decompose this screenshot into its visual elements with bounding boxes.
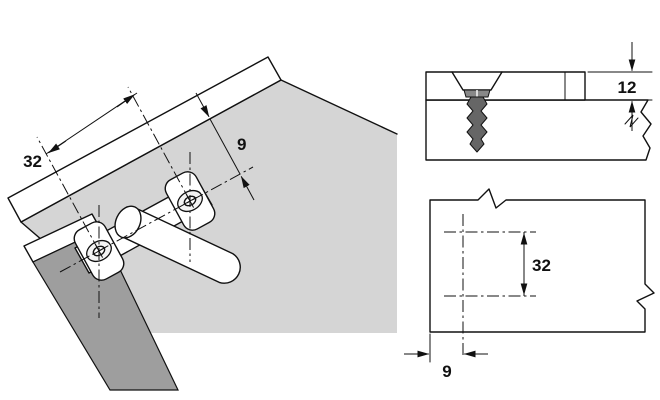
plate-section [425, 71, 586, 101]
dimension-iso-32: 32 [23, 92, 138, 171]
hinge-arm [120, 206, 241, 284]
dim-label-12-background [612, 77, 642, 96]
dimension-section-12: 12 [587, 42, 653, 131]
dim-line-iso-9 [209, 118, 241, 175]
dimension-plan-9: 9 [404, 333, 488, 381]
extension-right-screw [127, 86, 191, 202]
break-mark-dim-12 [624, 114, 639, 128]
extension-left-screw [36, 136, 100, 252]
dim-label-iso-32: 32 [23, 152, 42, 171]
dim-arrow-iso-32-a [48, 140, 67, 154]
dimension-iso-9: 9 [195, 92, 255, 201]
hinge-arm-boss-cylinder [114, 205, 142, 239]
dim-arrow-iso-9-a [195, 92, 210, 118]
isometric-view: 32 9 [7, 56, 398, 391]
dim-label-plan-32: 32 [532, 256, 551, 275]
dim-label-plan-9: 9 [442, 362, 451, 381]
panel-edge-band [7, 56, 282, 223]
dim-label-12: 12 [618, 78, 637, 97]
section-view: 12 [425, 42, 653, 161]
section-screw-shank [466, 96, 488, 153]
centerline-plate-axis [59, 166, 254, 273]
panel-section [425, 99, 652, 161]
dimension-plan-32: 32 [520, 232, 551, 296]
dim-label-iso-9: 9 [237, 135, 246, 154]
panel-plan [429, 188, 655, 333]
dim-arrow-iso-9-b [240, 175, 255, 201]
dim-arrow-iso-32-b [116, 94, 135, 108]
plan-view: 32 9 [404, 188, 655, 381]
